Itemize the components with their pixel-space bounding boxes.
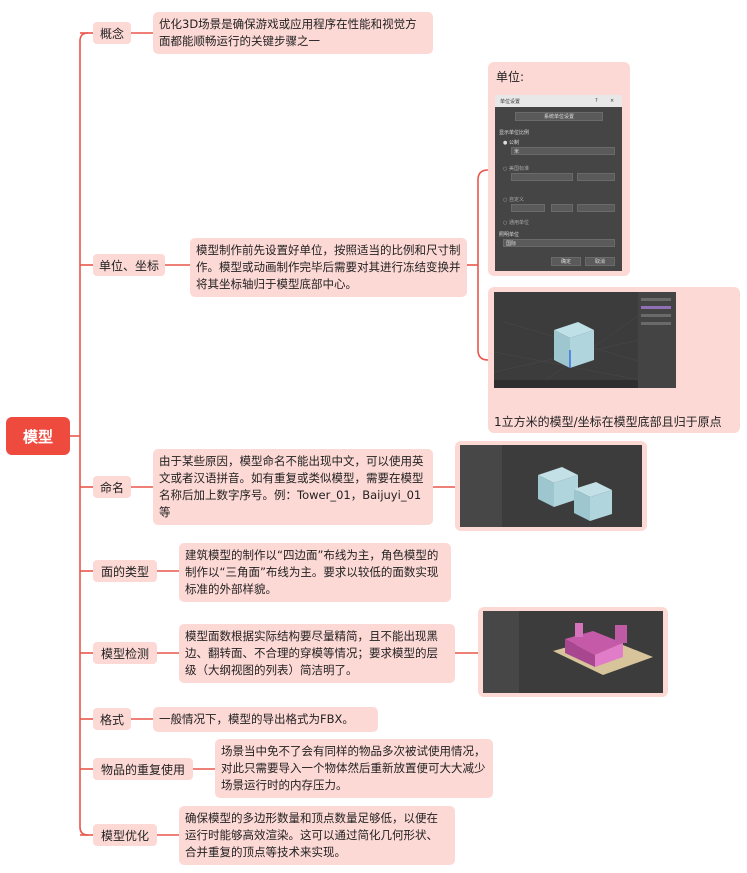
radio-us[interactable]: ○ 美国标准 <box>503 166 529 172</box>
branch-label: 命名 <box>99 480 124 495</box>
close-icon[interactable]: × <box>610 98 615 104</box>
us-select[interactable] <box>511 173 573 181</box>
branch-reuse[interactable]: 物品的重复使用 <box>93 758 193 780</box>
desc-text: 模型制作前先设置好单位，按照适当的比例和尺寸制作。模型或动画制作完毕后需要对其进… <box>196 243 461 291</box>
radio-label: 美国标准 <box>508 166 529 172</box>
system-unit-button[interactable]: 系统单位设置 <box>515 112 603 121</box>
custom-value[interactable] <box>551 204 573 212</box>
cube-b-top <box>574 482 612 497</box>
custom-field[interactable] <box>511 204 545 212</box>
branch-unit-coord[interactable]: 单位、坐标 <box>93 254 165 276</box>
select-value: 国际 <box>506 241 517 247</box>
desc-optimize: 确保模型的多边形数量和顶点数量足够低，以便在运行时能够高效渲染。这可以通过简化几… <box>179 806 455 865</box>
us-select-2[interactable] <box>577 173 615 181</box>
desc-text: 一般情况下，模型的导出格式为FBX。 <box>159 712 354 726</box>
branch-label: 模型检测 <box>100 646 149 661</box>
cube-right <box>570 330 594 368</box>
metric-select[interactable]: 米 <box>511 147 615 155</box>
two-cubes-scene <box>538 467 612 521</box>
branch-optimize[interactable]: 模型优化 <box>93 824 157 846</box>
lighting-select[interactable]: 国际 <box>503 239 615 247</box>
desc-unit-coord: 模型制作前先设置好单位，按照适当的比例和尺寸制作。模型或动画制作完毕后需要对其进… <box>190 238 467 297</box>
ok-button[interactable]: 确定 <box>551 257 581 266</box>
branch-label: 物品的重复使用 <box>100 762 185 777</box>
radio-label: 自定义 <box>508 197 524 203</box>
naming-image-card <box>455 441 647 531</box>
radio-metric[interactable]: ● 公制 <box>503 140 519 146</box>
desc-text: 模型面数根据实际结构要尽量精简，且不能出现黑边、翻转面、不合理的穿模等情况；要求… <box>185 629 438 677</box>
branch-label: 面的类型 <box>100 564 149 579</box>
button-label: 确定 <box>560 259 571 265</box>
branch-label: 模型优化 <box>100 828 149 843</box>
desc-text: 优化3D场景是确保游戏或应用程序在性能和视觉方面都能顺畅运行的关键步骤之一 <box>159 17 417 48</box>
units-dialog-screenshot: 单位设置 ? × 系统单位设置 显示单位比例 ● 公制 米 ○ 美国标准 ○ 自… <box>495 95 622 271</box>
cube-top <box>554 322 594 338</box>
two-cubes-screenshot <box>460 445 642 527</box>
branch-concept[interactable]: 概念 <box>93 22 131 44</box>
branch-face-type[interactable]: 面的类型 <box>93 560 157 582</box>
desc-text: 场景当中免不了会有同样的物品多次被试使用情况，对此只需要导入一个物体然后重新放置… <box>221 744 486 792</box>
radio-custom[interactable]: ○ 自定义 <box>503 197 524 203</box>
desc-naming: 由于某些原因，模型命名不能出现中文，可以使用英文或者汉语拼音。如有重复或类似模型… <box>153 449 433 525</box>
desc-concept: 优化3D场景是确保游戏或应用程序在性能和视觉方面都能顺畅运行的关键步骤之一 <box>153 12 433 54</box>
branch-naming[interactable]: 命名 <box>93 476 131 498</box>
cube-a-left <box>538 475 554 507</box>
cube-left <box>554 330 570 368</box>
branch-label: 概念 <box>99 26 124 41</box>
branch-label: 单位、坐标 <box>98 258 159 273</box>
desc-model-check: 模型面数根据实际结构要尽量精简，且不能出现黑边、翻转面、不合理的穿模等情况；要求… <box>179 624 455 683</box>
radio-generic[interactable]: ○ 通用单位 <box>503 220 529 226</box>
select-value: 米 <box>514 149 520 155</box>
building-scene <box>553 623 653 675</box>
custom-unit[interactable] <box>577 204 615 212</box>
units-title: 单位: <box>496 70 525 84</box>
img-link-vertical <box>477 169 489 361</box>
desc-text: 建筑模型的制作以“四边面”布线为主，角色模型的制作以“三角面”布线为主。要求以较… <box>185 548 439 596</box>
branch-label: 格式 <box>99 712 124 727</box>
radio-label: 通用单位 <box>508 220 529 226</box>
cube-b-left <box>574 489 590 521</box>
command-panel <box>638 292 676 388</box>
cube-viewport-card: 1立方米的模型/坐标在模型底部且归于原点 <box>488 287 740 433</box>
button-label: 系统单位设置 <box>543 114 574 120</box>
branch-format[interactable]: 格式 <box>93 708 131 730</box>
cube-b-right <box>590 490 612 521</box>
desc-text: 确保模型的多边形数量和顶点数量足够低，以便在运行时能够高效渲染。这可以通过简化几… <box>185 811 438 859</box>
root-node[interactable]: 模型 <box>6 417 70 455</box>
desc-format: 一般情况下，模型的导出格式为FBX。 <box>153 707 378 732</box>
cube-a-top <box>538 467 578 483</box>
units-dialog-card: 单位: 单位设置 ? × 系统单位设置 显示单位比例 ● 公制 米 ○ 美国标准… <box>488 62 630 276</box>
model-check-image-card <box>478 607 668 697</box>
cube-a-right <box>554 475 578 507</box>
lighting-label: 照明单位 <box>499 232 520 238</box>
help-icon[interactable]: ? <box>595 98 598 104</box>
group-label: 显示单位比例 <box>499 130 530 136</box>
dialog-title: 单位设置 <box>500 99 521 105</box>
desc-face-type: 建筑模型的制作以“四边面”布线为主，角色模型的制作以“三角面”布线为主。要求以较… <box>179 543 451 602</box>
units-caption: 1立方米的模型/坐标在模型底部且归于原点 <box>494 415 722 429</box>
desc-text: 由于某些原因，模型命名不能出现中文，可以使用英文或者汉语拼音。如有重复或类似模型… <box>159 454 424 519</box>
button-label: 取消 <box>594 259 605 265</box>
root-label: 模型 <box>22 427 53 446</box>
trunk-vertical <box>79 32 89 836</box>
desc-reuse: 场景当中免不了会有同样的物品多次被试使用情况，对此只需要导入一个物体然后重新放置… <box>215 739 493 798</box>
cancel-button[interactable]: 取消 <box>585 257 615 266</box>
radio-label: 公制 <box>508 140 519 146</box>
branch-model-check[interactable]: 模型检测 <box>93 642 157 664</box>
model-check-screenshot <box>483 611 663 693</box>
